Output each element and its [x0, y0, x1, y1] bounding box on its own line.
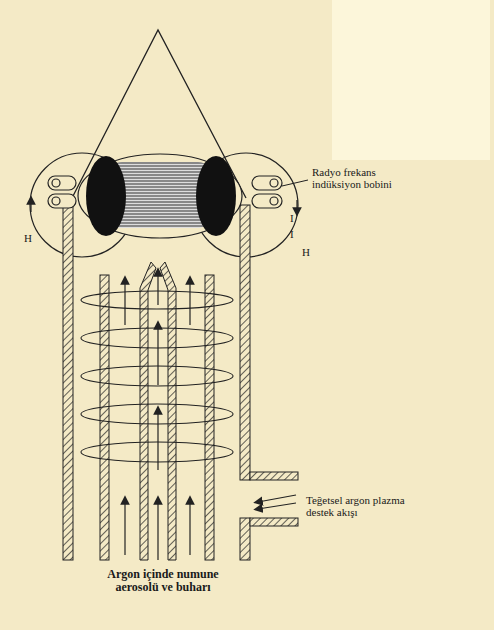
- eddy-current-zone: [196, 156, 236, 236]
- inlet-arrow: [258, 495, 296, 502]
- inlet-arrow: [258, 503, 296, 509]
- inlet-label: Teğetsel argon plazma destek akışı: [306, 494, 416, 518]
- field-symbol: H: [24, 232, 40, 244]
- outer-tube-wall: [240, 205, 250, 480]
- leader-line: [282, 180, 308, 186]
- injector-wall: [140, 262, 156, 560]
- swirl-flow: [81, 291, 233, 462]
- field-symbol: H: [302, 246, 318, 258]
- middle-tube-wall: [205, 275, 214, 560]
- current-symbol: I: [290, 212, 302, 224]
- plasma-outline: [78, 154, 242, 238]
- field-arrow: [296, 200, 297, 212]
- flow-arrow: [125, 272, 190, 560]
- field-arrow: [30, 200, 31, 212]
- inlet-wall: [250, 472, 298, 480]
- pale-panel: [332, 0, 490, 160]
- coil-label: Radyo frekans indüksiyon bobini: [312, 166, 422, 190]
- inlet-wall: [250, 518, 298, 526]
- rf-coil: [48, 176, 282, 208]
- outer-tube-wall: [63, 205, 73, 560]
- injector-wall: [160, 262, 176, 560]
- middle-tube-wall: [100, 275, 109, 560]
- eddy-current-zone: [86, 156, 126, 236]
- current-symbol: I: [290, 228, 302, 240]
- sample-inlet-label: Argon içinde numune aerosolü ve buharı: [88, 568, 238, 594]
- outer-tube-wall: [240, 518, 250, 560]
